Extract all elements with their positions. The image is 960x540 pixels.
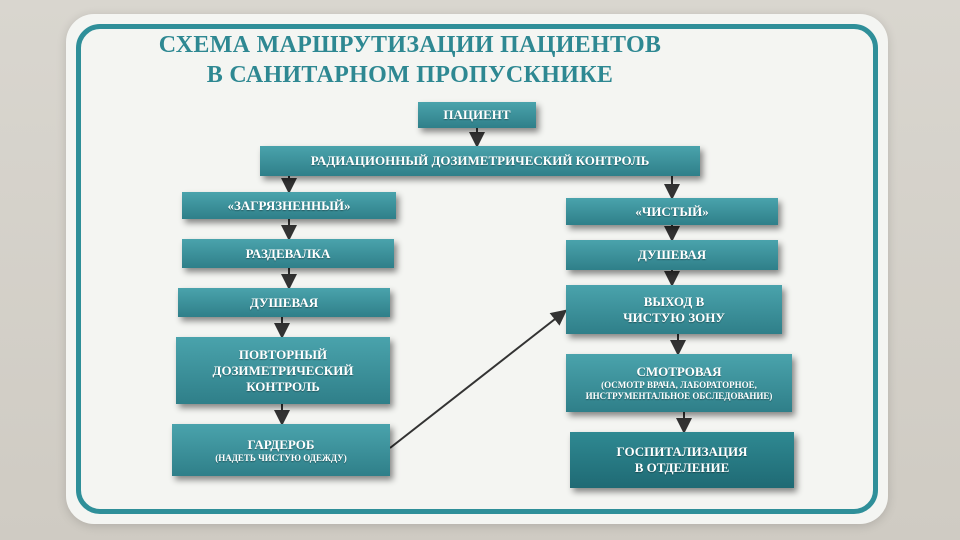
node-radiation-control-label: РАДИАЦИОННЫЙ ДОЗИМЕТРИЧЕСКИЙ КОНТРОЛЬ bbox=[310, 153, 650, 168]
node-examination: СМОТРОВАЯ (ОСМОТР ВРАЧА, ЛАБОРАТОРНОЕ, И… bbox=[566, 354, 792, 412]
node-exit-clean-line-2: ЧИСТУЮ ЗОНУ bbox=[623, 309, 725, 325]
node-contaminated-label: «ЗАГРЯЗНЕННЫЙ» bbox=[227, 197, 351, 213]
title-line-1: СХЕМА МАРШРУТИЗАЦИИ ПАЦИЕНТОВ bbox=[158, 32, 662, 58]
node-hospitalization-line-2: В ОТДЕЛЕНИЕ bbox=[634, 460, 730, 475]
title-line-2: В САНИТАРНОМ ПРОПУСКНИКЕ bbox=[206, 62, 614, 88]
node-clean-label: «ЧИСТЫЙ» bbox=[635, 203, 709, 219]
node-repeat-control-line-1: ПОВТОРНЫЙ bbox=[238, 346, 328, 362]
poster-frame bbox=[76, 24, 878, 514]
node-shower-left: ДУШЕВАЯ bbox=[178, 288, 390, 317]
node-wardrobe-label: ГАРДЕРОБ bbox=[247, 436, 315, 452]
node-wardrobe: ГАРДЕРОБ (НАДЕТЬ ЧИСТУЮ ОДЕЖДУ) bbox=[172, 424, 390, 476]
node-repeat-control-line-2: ДОЗИМЕТРИЧЕСКИЙ bbox=[212, 362, 354, 378]
node-exit-clean: ВЫХОД В ЧИСТУЮ ЗОНУ bbox=[566, 285, 782, 334]
diagram-title: СХЕМА МАРШРУТИЗАЦИИ ПАЦИЕНТОВ В САНИТАРН… bbox=[100, 30, 720, 90]
node-undressing: РАЗДЕВАЛКА bbox=[182, 239, 394, 268]
node-wardrobe-sub: (НАДЕТЬ ЧИСТУЮ ОДЕЖДУ) bbox=[215, 452, 347, 463]
node-hospitalization: ГОСПИТАЛИЗАЦИЯ В ОТДЕЛЕНИЕ bbox=[570, 432, 794, 488]
node-patient: ПАЦИЕНТ bbox=[418, 102, 536, 128]
node-exit-clean-line-1: ВЫХОД В bbox=[643, 293, 705, 309]
node-contaminated: «ЗАГРЯЗНЕННЫЙ» bbox=[182, 192, 396, 219]
node-examination-label: СМОТРОВАЯ bbox=[636, 364, 722, 379]
arrow-wardrobe-to-exit-clean bbox=[389, 309, 568, 449]
node-hospitalization-line-1: ГОСПИТАЛИЗАЦИЯ bbox=[616, 444, 748, 459]
node-patient-label: ПАЦИЕНТ bbox=[443, 107, 511, 122]
node-shower-right: ДУШЕВАЯ bbox=[566, 240, 778, 270]
node-clean: «ЧИСТЫЙ» bbox=[566, 198, 778, 225]
node-shower-right-label: ДУШЕВАЯ bbox=[637, 247, 707, 262]
node-examination-sub-1: (ОСМОТР ВРАЧА, ЛАБОРАТОРНОЕ, bbox=[601, 380, 757, 390]
node-radiation-control: РАДИАЦИОННЫЙ ДОЗИМЕТРИЧЕСКИЙ КОНТРОЛЬ bbox=[260, 146, 700, 176]
node-repeat-control-line-3: КОНТРОЛЬ bbox=[246, 378, 320, 394]
node-shower-left-label: ДУШЕВАЯ bbox=[249, 294, 319, 310]
node-examination-sub-2: ИНСТРУМЕНТАЛЬНОЕ ОБСЛЕДОВАНИЕ) bbox=[585, 391, 773, 401]
node-undressing-label: РАЗДЕВАЛКА bbox=[245, 245, 331, 261]
node-repeat-control: ПОВТОРНЫЙ ДОЗИМЕТРИЧЕСКИЙ КОНТРОЛЬ bbox=[176, 337, 390, 404]
